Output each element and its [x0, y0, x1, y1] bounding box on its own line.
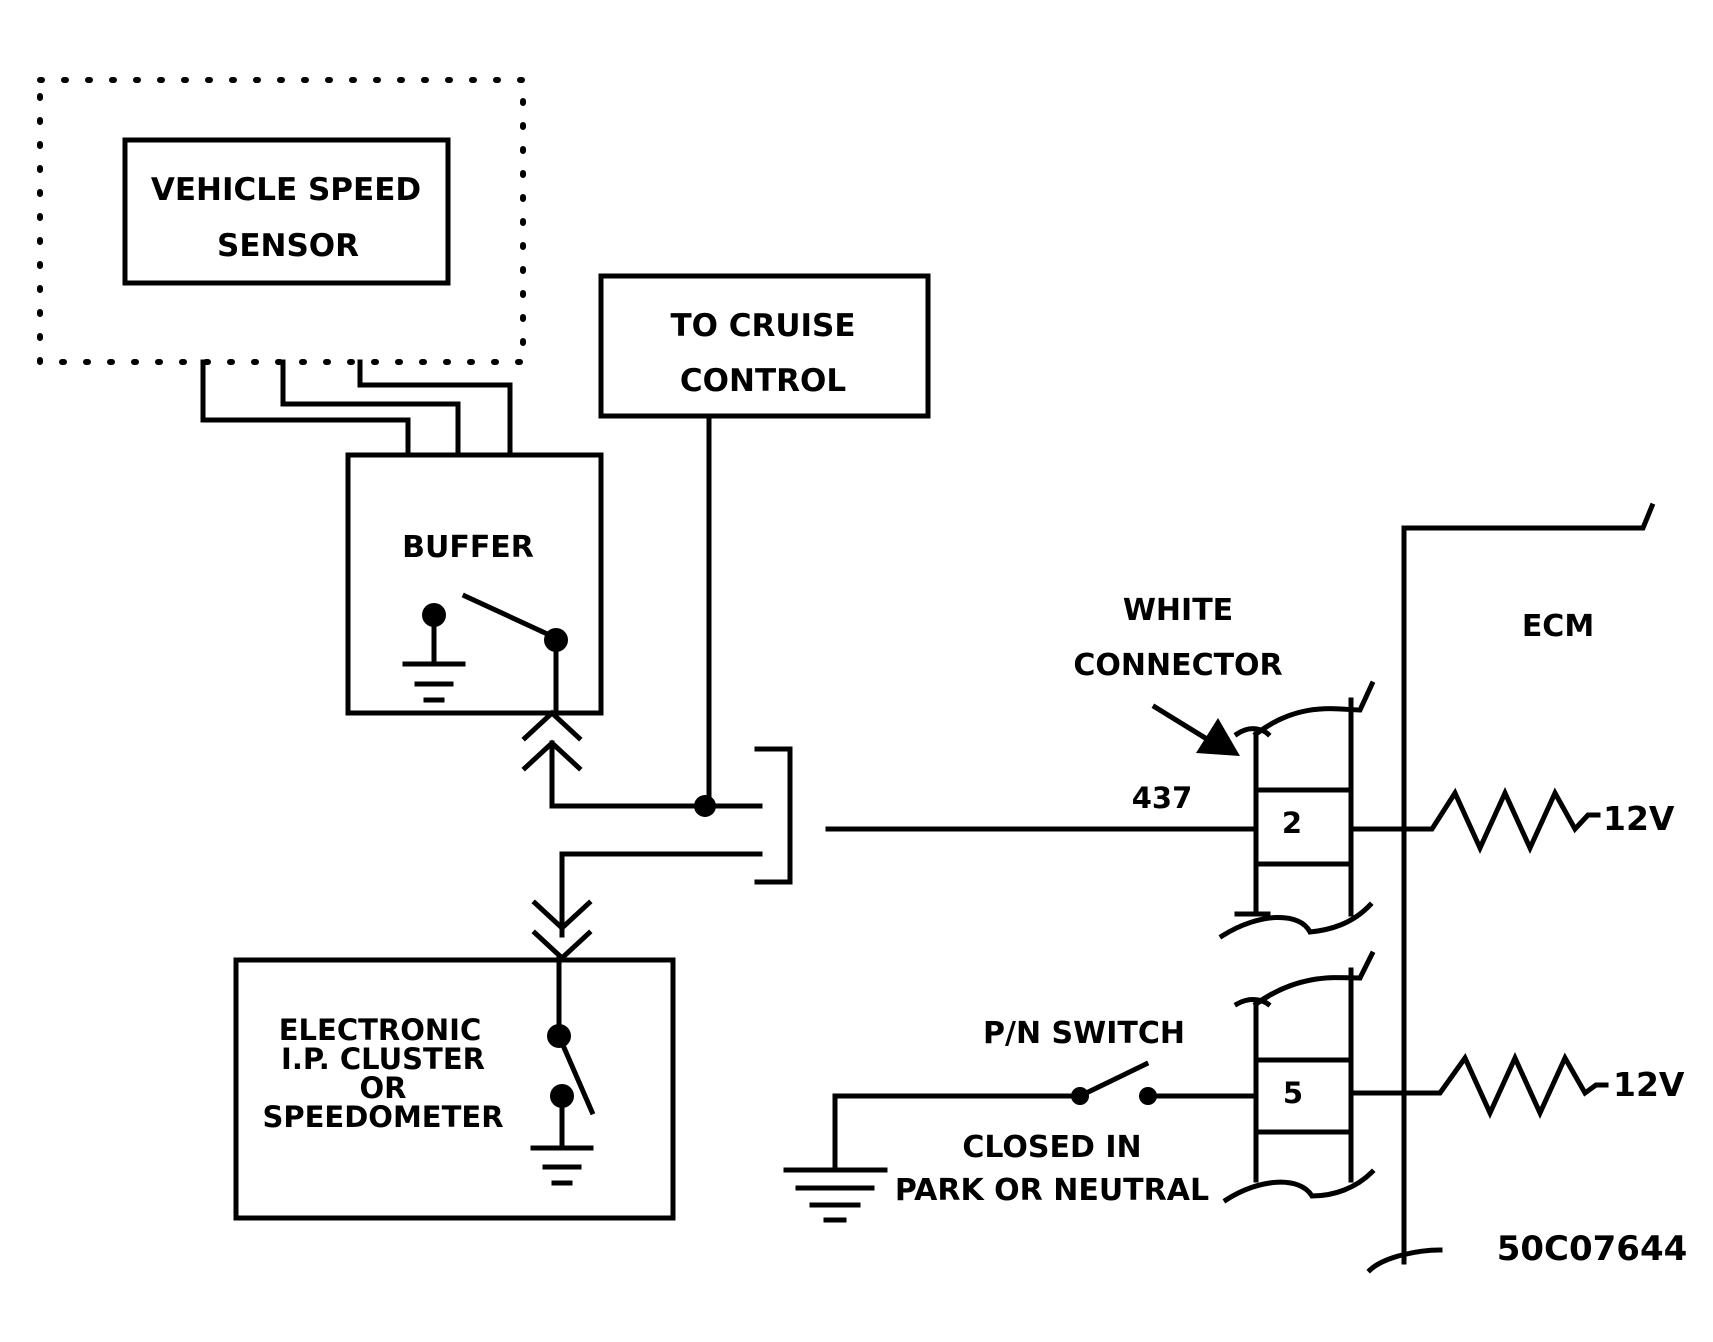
- pin2-resistor: [1348, 786, 1601, 855]
- vss-label-line1: VEHICLE SPEED: [151, 172, 421, 208]
- buffer-switch-icon: [461, 592, 568, 716]
- buffer-label: BUFFER: [402, 530, 534, 565]
- buffer-output-connector: [521, 709, 763, 809]
- pn-note-line2: PARK OR NEUTRAL: [895, 1173, 1209, 1208]
- ecm-label: ECM: [1522, 609, 1594, 644]
- ip-cluster-box: ELECTRONIC I.P. CLUSTER OR SPEEDOMETER: [233, 955, 676, 1221]
- pin5-resistor: [1348, 1051, 1609, 1120]
- splice-bracket: [754, 746, 793, 885]
- voltage-bottom: 12V: [1613, 1065, 1685, 1104]
- junction-dot: [694, 795, 716, 817]
- cluster-label-line4: SPEEDOMETER: [262, 1100, 503, 1134]
- cluster-label-line2: I.P. CLUSTER: [281, 1042, 485, 1076]
- cluster-switch-icon: [547, 955, 596, 1116]
- ecm-boundary: [1366, 502, 1656, 1274]
- cruise-label-line1: TO CRUISE: [670, 308, 855, 344]
- pn-switch-label: P/N SWITCH: [983, 1016, 1185, 1051]
- cluster-feed-wire: [559, 851, 763, 938]
- pn-switch-circuit: [832, 1060, 1259, 1171]
- buffer-ground-icon: [402, 603, 466, 703]
- pn-note-line1: CLOSED IN: [962, 1130, 1141, 1165]
- buffer-box: BUFFER: [345, 452, 604, 716]
- cluster-label-line1: ELECTRONIC: [279, 1013, 482, 1047]
- pn-ground-icon: [783, 1167, 888, 1223]
- cruise-control-box: TO CRUISE CONTROL: [598, 273, 931, 419]
- pin-5-label: 5: [1283, 1076, 1303, 1110]
- vehicle-speed-sensor: VEHICLE SPEED SENSOR: [122, 137, 451, 286]
- vss-label-line2: SENSOR: [217, 228, 359, 264]
- connector-arrow-icon: [1151, 703, 1240, 756]
- sensor-to-buffer-wires: [200, 359, 513, 458]
- sensor-enclosure: [37, 77, 526, 365]
- pin-2-label: 2: [1282, 806, 1302, 840]
- figure-id: 50C07644: [1497, 1229, 1688, 1269]
- upper-connector-housing: [1218, 680, 1376, 940]
- circuit-number: 437: [1132, 781, 1193, 815]
- cluster-label-line3: OR: [360, 1071, 407, 1105]
- white-connector-label-line1: WHITE: [1123, 593, 1233, 628]
- lower-connector-housing: [1222, 950, 1376, 1204]
- voltage-top: 12V: [1603, 799, 1675, 838]
- cluster-ground-icon: [530, 1093, 594, 1186]
- cruise-label-line2: CONTROL: [680, 363, 846, 399]
- white-connector-label-line2: CONNECTOR: [1073, 648, 1282, 683]
